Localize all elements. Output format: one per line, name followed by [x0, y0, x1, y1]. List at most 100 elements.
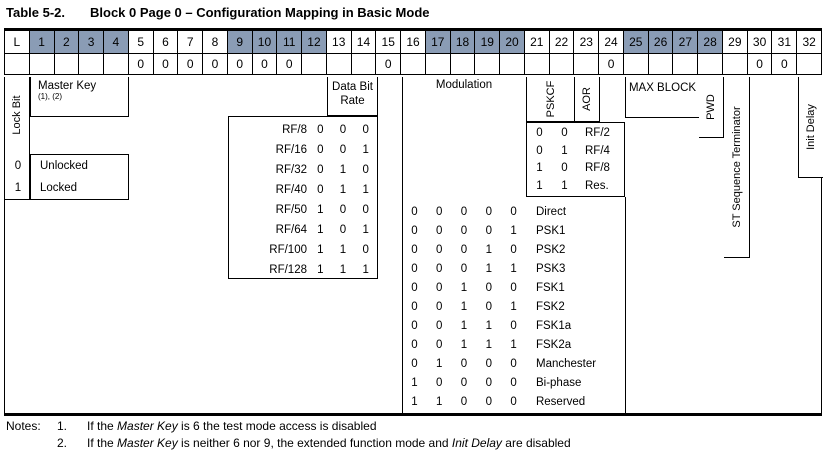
data-rate-bit: 1	[339, 184, 347, 196]
bit-header-cell: 22	[549, 31, 575, 54]
bit-header-cell: 14	[351, 31, 377, 54]
configuration-diagram: Lock Bit Master Key (1), (2) 0 Unlocked …	[4, 77, 823, 416]
fixed-value-cell	[450, 54, 476, 75]
modulation-bit: 0	[510, 320, 517, 332]
notes: Notes: 1. If the Master Key is 6 the tes…	[6, 418, 571, 452]
data-rate-bit: 0	[339, 124, 347, 136]
data-rate-name: RF/16	[275, 144, 307, 156]
fixed-value-cell: 0	[599, 54, 624, 75]
bit-header-cell: L	[5, 31, 30, 54]
modulation-bit: 0	[510, 282, 517, 294]
bit-header-cell: 2	[54, 31, 80, 54]
data-rate-name: RF/40	[275, 184, 307, 196]
data-rate-name: RF/100	[269, 244, 307, 256]
bit-header-cell: 28	[698, 31, 723, 54]
modulation-bit: 1	[510, 301, 517, 313]
st-sequence-terminator-label: ST Sequence Terminator	[730, 106, 743, 228]
lock-bit-value: 0	[14, 160, 22, 172]
modulation-row: 1 1 0 0 0 Reserved	[402, 393, 667, 412]
pskcf-name: RF/8	[585, 162, 610, 175]
pskcf-bit: 0	[561, 162, 568, 175]
data-rate-name: RF/128	[269, 264, 307, 276]
bit-header-cell: 13	[326, 31, 352, 54]
bit-header-cell: 20	[500, 31, 525, 54]
aor-label: AOR	[581, 87, 593, 111]
fixed-value-cell	[425, 54, 451, 75]
note-2: 2. If the Master Key is neither 6 nor 9,…	[6, 435, 571, 452]
fixed-value-cell: 0	[277, 54, 303, 75]
modulation-bit: 0	[485, 377, 492, 389]
fixed-value-cell	[524, 54, 550, 75]
modulation-bit: 0	[411, 339, 418, 351]
fixed-value-cell	[351, 54, 377, 75]
note-number: 2.	[57, 436, 68, 450]
modulation-bit: 0	[460, 377, 468, 389]
modulation-name: Bi-phase	[535, 377, 582, 389]
fixed-value-cell	[623, 54, 649, 75]
modulation-bit: 0	[411, 320, 418, 332]
bit-header-cell: 25	[623, 31, 649, 54]
modulation-bit: 0	[411, 358, 418, 370]
data-bit-rate-field: Data Bit Rate	[327, 77, 378, 116]
modulation-row: 0 0 0 1 0 PSK2	[402, 241, 667, 260]
pskcf-bit: 1	[536, 162, 543, 175]
pskcf-name: RF/4	[585, 144, 610, 157]
modulation-bit: 0	[435, 301, 443, 313]
lock-bit-value: 1	[14, 182, 22, 194]
bit-header-cell: 6	[153, 31, 179, 54]
modulation-bit: 1	[460, 320, 468, 332]
data-rate-bit: 0	[362, 204, 369, 216]
modulation-bit: 0	[510, 358, 517, 370]
modulation-bit: 0	[460, 244, 468, 256]
bit-header-cell: 18	[450, 31, 476, 54]
modulation-name: Manchester	[535, 358, 597, 370]
modulation-bit: 1	[435, 358, 443, 370]
modulation-row: 1 0 0 0 0 Bi-phase	[402, 374, 667, 393]
modulation-bit: 0	[411, 282, 418, 294]
bit-header-cell: 1	[29, 31, 55, 54]
modulation-bit: 0	[435, 244, 443, 256]
fixed-value-cell	[673, 54, 699, 75]
page-title: Table 5-2.Block 0 Page 0 – Configuration…	[6, 5, 430, 20]
data-rate-bit: 0	[317, 124, 324, 136]
fixed-value-cell	[302, 54, 327, 75]
modulation-name: FSK2a	[535, 339, 572, 351]
data-rate-bit: 0	[339, 224, 347, 236]
fixed-value-cell	[104, 54, 129, 75]
st-sequence-terminator-field: ST Sequence Terminator	[724, 77, 750, 258]
bit-header-cell: 4	[104, 31, 129, 54]
note-text: If the Master Key is 6 the test mode acc…	[87, 419, 377, 433]
fixed-value-cell	[797, 54, 822, 75]
bit-header-cell: 11	[277, 31, 303, 54]
modulation-bit: 0	[435, 225, 443, 237]
modulation-bit: 0	[460, 396, 468, 408]
fixed-value-cell	[326, 54, 352, 75]
data-rate-bit: 0	[362, 244, 369, 256]
fixed-value-cell: 0	[772, 54, 798, 75]
data-bit-rate-legend: RF/8 0 0 0 RF/16 0 0 1 RF/32 0 1 0 RF/40…	[228, 116, 378, 279]
lock-bit-legend: 0 Unlocked 1 Locked	[15, 154, 129, 200]
pskcf-field: PSKCF	[526, 77, 575, 122]
note-number: 1.	[57, 419, 68, 433]
bit-header-cell: 8	[203, 31, 228, 54]
modulation-bit: 1	[485, 244, 492, 256]
modulation-row: 0 1 0 0 0 Manchester	[402, 355, 667, 374]
modulation-name: Reserved	[535, 396, 586, 408]
modulation-bit: 1	[460, 301, 468, 313]
pskcf-row: 0 0 RF/2	[527, 125, 624, 143]
bit-header-cell: 9	[227, 31, 253, 54]
modulation-bit: 0	[411, 244, 418, 256]
modulation-name: FSK1a	[535, 320, 572, 332]
bit-header-cell: 15	[376, 31, 402, 54]
max-block-label: MAX BLOCK	[628, 82, 697, 94]
lock-legend-row: 1 Locked	[15, 177, 128, 199]
data-rate-bit: 0	[339, 144, 347, 156]
data-rate-name: RF/32	[275, 164, 307, 176]
modulation-bit: 1	[435, 396, 443, 408]
fixed-value-cell: 0	[747, 54, 773, 75]
modulation-bit: 1	[510, 263, 517, 275]
fixed-value-cell: 0	[203, 54, 228, 75]
pskcf-legend: 0 0 RF/2 0 1 RF/4 1 0 RF/8 1 1 Res.	[526, 122, 625, 197]
modulation-row: 0 0 1 0 1 FSK2	[402, 298, 667, 317]
modulation-bit: 0	[435, 282, 443, 294]
